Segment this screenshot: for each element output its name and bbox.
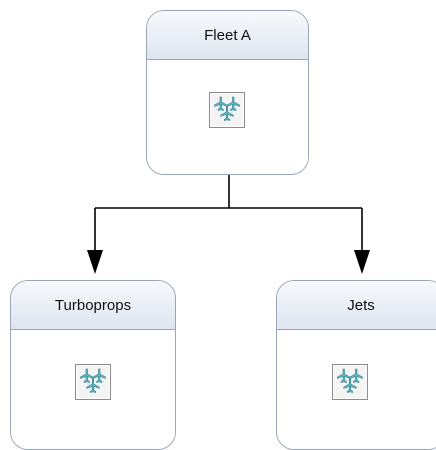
fleet-aircraft-icon [75, 364, 111, 400]
node-header: Fleet A [147, 11, 308, 60]
node-body [277, 330, 436, 449]
node-body [11, 330, 175, 449]
arrowhead-turboprops [87, 250, 103, 274]
connector-lines [87, 175, 370, 274]
fleet-aircraft-icon [332, 364, 368, 400]
node-body [147, 60, 308, 174]
node-jets[interactable]: Jets [276, 280, 436, 450]
node-header: Jets [277, 281, 436, 330]
node-turboprops[interactable]: Turboprops [10, 280, 176, 450]
node-header: Turboprops [11, 281, 175, 330]
node-fleet-a[interactable]: Fleet A [146, 10, 309, 175]
arrowhead-jets [354, 250, 370, 274]
node-title: Turboprops [54, 296, 132, 314]
node-title: Fleet A [204, 26, 251, 44]
fleet-aircraft-icon [209, 92, 245, 128]
node-title: Jets [347, 296, 375, 314]
